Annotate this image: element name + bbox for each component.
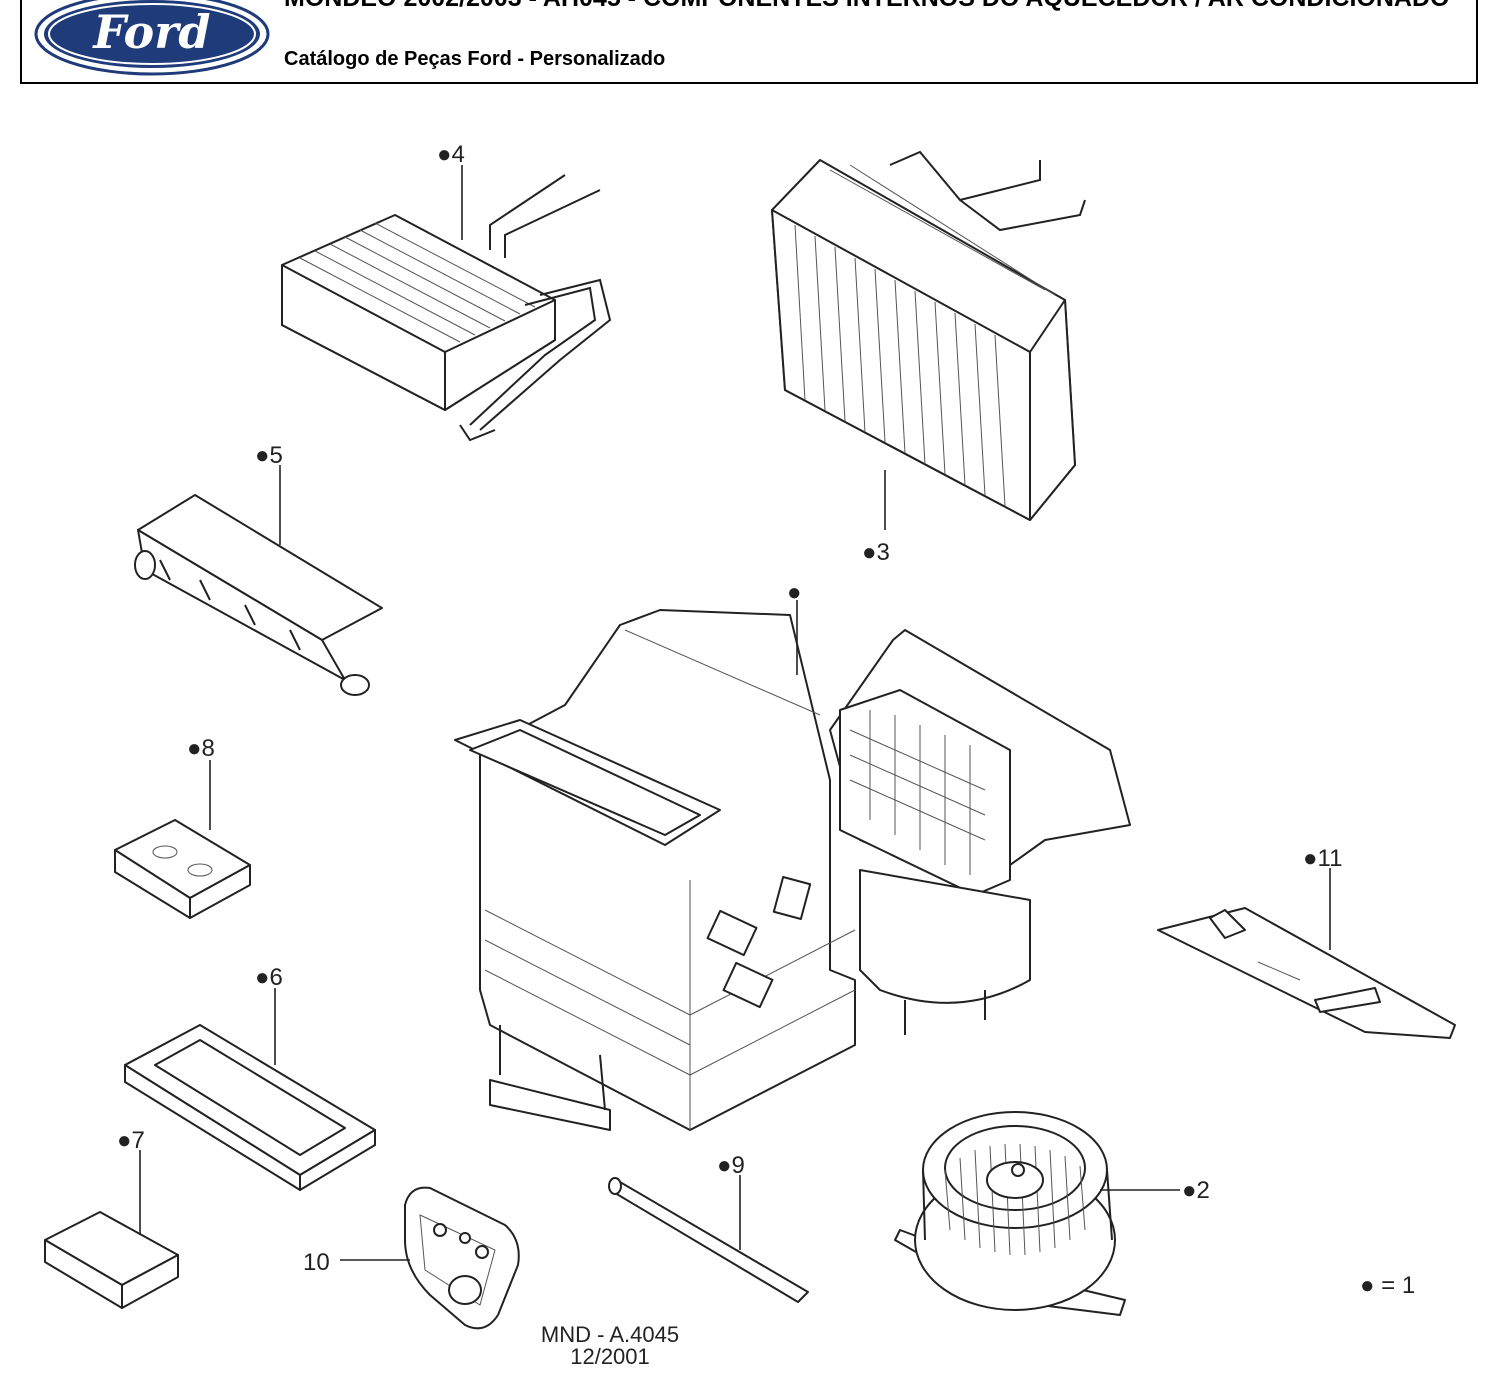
heater-housing-part[interactable] xyxy=(454,609,856,1131)
reference-date: 12/2001 xyxy=(570,1344,650,1369)
air-duct-part[interactable] xyxy=(134,494,383,696)
exploded-parts-diagram: ●4 ●3 ●5 ● ●8 ●6 ●7 ●9 10 ●2 ●11 ● = 1 M… xyxy=(44,141,1456,1369)
filter-frame-part[interactable] xyxy=(124,1024,376,1191)
callout-3: ●3 xyxy=(862,539,890,566)
heater-core-part[interactable] xyxy=(281,174,612,442)
callout-1: ● xyxy=(787,579,802,606)
callout-2: ●2 xyxy=(1182,1177,1210,1204)
reference-code: MND - A.4045 xyxy=(541,1322,679,1347)
blower-motor-part[interactable] xyxy=(894,1111,1126,1316)
callout-10: 10 xyxy=(303,1249,330,1276)
page-title: MONDEO 2002/2003 - AH045 - COMPONENTES I… xyxy=(284,0,1464,13)
catalog-header: Ford MONDEO 2002/2003 - AH045 - COMPONEN… xyxy=(20,0,1478,84)
flap-part[interactable] xyxy=(1157,907,1456,1039)
callout-9: ●9 xyxy=(717,1152,745,1179)
leader-lines xyxy=(139,165,1331,1261)
callout-7: ●7 xyxy=(117,1127,145,1154)
page-subtitle: Catálogo de Peças Ford - Personalizado xyxy=(284,48,666,70)
blower-housing-part[interactable] xyxy=(829,629,1131,1035)
callout-8: ●8 xyxy=(187,735,215,762)
seal-part[interactable] xyxy=(404,1186,520,1330)
rod-part[interactable] xyxy=(608,1177,809,1303)
ford-logo: Ford xyxy=(34,0,270,76)
callout-6: ●6 xyxy=(255,964,283,991)
callout-4: ●4 xyxy=(437,141,465,168)
evaporator-part[interactable] xyxy=(771,150,1086,521)
svg-text:Ford: Ford xyxy=(91,5,210,59)
foam-block-part[interactable] xyxy=(44,1211,179,1309)
legend: ● = 1 xyxy=(1360,1272,1415,1299)
foam-pad-part[interactable] xyxy=(114,819,251,919)
callout-11: ●11 xyxy=(1303,845,1342,872)
callout-5: ●5 xyxy=(255,442,283,469)
